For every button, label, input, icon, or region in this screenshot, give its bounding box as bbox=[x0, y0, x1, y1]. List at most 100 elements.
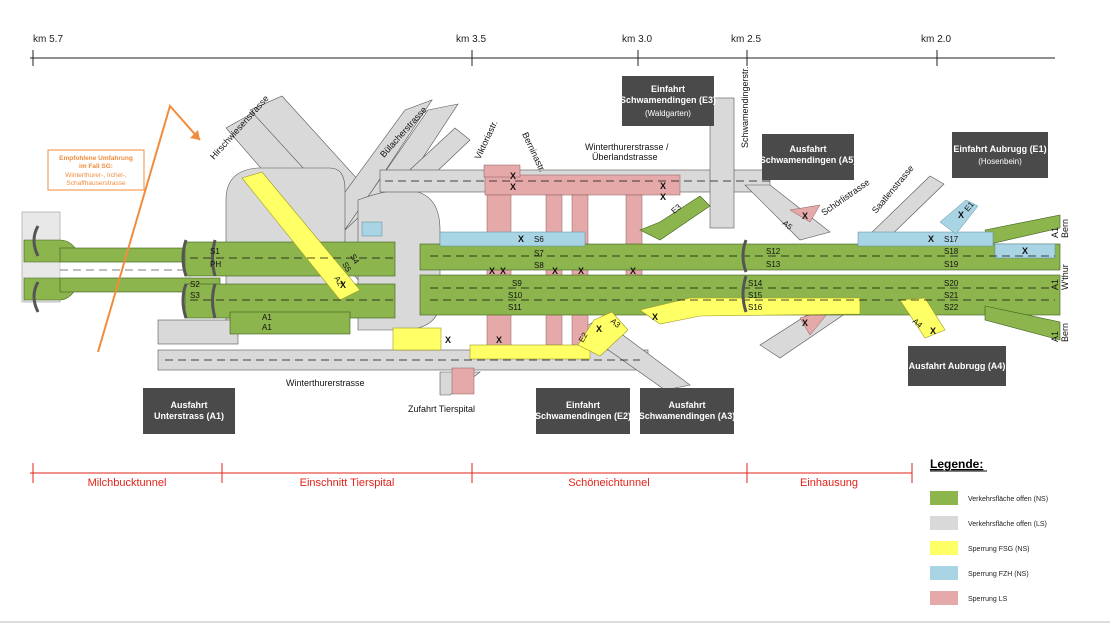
lane-label: E2 bbox=[577, 331, 590, 344]
svg-text:X: X bbox=[660, 192, 666, 202]
km-label: km 3.0 bbox=[622, 34, 652, 45]
svg-text:X: X bbox=[928, 234, 934, 244]
svg-text:X: X bbox=[802, 318, 808, 328]
street-label: Winterthurerstrasse bbox=[286, 378, 365, 388]
legend-swatch bbox=[930, 491, 958, 505]
legend-label: Verkehrsfläche offen (NS) bbox=[968, 496, 1048, 503]
lane-label: S16 bbox=[748, 303, 763, 312]
lane-label: S21 bbox=[944, 291, 959, 300]
lane-labels: S1 PH S2 S3 A1 A1 A2 S4 S5 S6 S7 S8 S9 S… bbox=[190, 200, 976, 344]
km-label: km 2.5 bbox=[731, 34, 761, 45]
note-body: Winterthurer-, Irchel-,Schaffhauserstras… bbox=[65, 172, 127, 187]
tunnel-portals bbox=[32, 225, 748, 319]
direction-bern-top: A1Bern bbox=[1050, 219, 1070, 238]
direction-bern-bottom: A1Bern bbox=[1050, 323, 1070, 342]
street-label: Berninastr. bbox=[520, 131, 547, 174]
closure-fzh bbox=[361, 199, 1056, 259]
box-sub: (Waldgarten) bbox=[645, 109, 691, 118]
legend-label: Sperrung LS bbox=[968, 596, 1008, 603]
svg-text:X: X bbox=[489, 266, 495, 276]
section-scale: Milchbucktunnel Einschnitt Tierspital Sc… bbox=[30, 463, 913, 489]
legend-swatch bbox=[930, 516, 958, 530]
km-label: km 3.5 bbox=[456, 34, 486, 45]
km-label: km 5.7 bbox=[33, 34, 63, 45]
direction-labels: A1Bern A1W'thur A1Bern bbox=[1050, 219, 1070, 342]
legend: Legende: Verkehrsfläche offen (NS) Verkeh… bbox=[930, 457, 1048, 605]
lane-label: S11 bbox=[508, 303, 522, 312]
box-a4: Ausfahrt Aubrugg (A4) bbox=[908, 346, 1006, 386]
box-sub: (Hosenbein) bbox=[978, 157, 1022, 166]
section-label: Einschnitt Tierspital bbox=[300, 477, 395, 489]
km-scale: km 5.7 km 3.5 km 3.0 km 2.5 km 2.0 bbox=[30, 34, 1055, 66]
section-label: Schöneichtunnel bbox=[568, 477, 649, 489]
legend-swatch bbox=[930, 591, 958, 605]
section-label: Einhausung bbox=[800, 477, 858, 489]
svg-text:X: X bbox=[630, 266, 636, 276]
lane-label: A2 bbox=[332, 275, 345, 288]
lane-label: S17 bbox=[944, 235, 959, 244]
svg-text:X: X bbox=[500, 266, 506, 276]
svg-text:X: X bbox=[596, 324, 602, 334]
box-title: Ausfahrt Aubrugg (A4) bbox=[909, 361, 1006, 371]
svg-text:X: X bbox=[518, 234, 524, 244]
box-e1: Einfahrt Aubrugg (E1) (Hosenbein) bbox=[952, 132, 1048, 178]
lane-label: S19 bbox=[944, 260, 959, 269]
lane-label: S18 bbox=[944, 247, 959, 256]
lane-label: A1 bbox=[262, 323, 272, 332]
street-label: Viktoriastr. bbox=[473, 119, 500, 161]
lane-label: S3 bbox=[190, 291, 200, 300]
section-label: Milchbucktunnel bbox=[88, 477, 167, 489]
lane-label: S13 bbox=[766, 260, 781, 269]
closure-fsg bbox=[241, 171, 946, 360]
svg-text:X: X bbox=[510, 182, 516, 192]
svg-text:X: X bbox=[445, 335, 451, 345]
box-title: Einfahrt Aubrugg (E1) bbox=[953, 144, 1046, 154]
direction-wthur: A1W'thur bbox=[1050, 264, 1070, 290]
svg-text:X: X bbox=[660, 181, 666, 191]
svg-text:X: X bbox=[958, 210, 964, 220]
legend-label: Sperrung FZH (NS) bbox=[968, 571, 1029, 578]
lane-label: S8 bbox=[534, 261, 544, 270]
street-label: Schwamendingerstr. bbox=[740, 66, 750, 148]
km-label: km 2.0 bbox=[921, 34, 951, 45]
svg-text:X: X bbox=[652, 312, 658, 322]
svg-text:X: X bbox=[510, 171, 516, 181]
lane-label: S1 bbox=[210, 247, 220, 256]
lane-label: S4 bbox=[348, 253, 361, 266]
lane-label: S7 bbox=[534, 249, 544, 258]
legend-label: Verkehrsfläche offen (LS) bbox=[968, 521, 1047, 528]
svg-text:X: X bbox=[552, 266, 558, 276]
legend-title: Legende: bbox=[930, 457, 983, 471]
lane-label: A1 bbox=[262, 313, 272, 322]
lane-label: S12 bbox=[766, 247, 781, 256]
svg-text:X: X bbox=[802, 211, 808, 221]
street-label: Schörlistrasse bbox=[819, 177, 871, 218]
lane-label: S2 bbox=[190, 280, 200, 289]
svg-text:X: X bbox=[496, 335, 502, 345]
street-label: Zufahrt Tierspital bbox=[408, 404, 475, 414]
street-label: Überlandstrasse bbox=[592, 152, 658, 162]
svg-text:X: X bbox=[340, 280, 346, 290]
lane-label: S5 bbox=[340, 261, 353, 274]
svg-text:X: X bbox=[1022, 246, 1028, 256]
legend-swatch bbox=[930, 541, 958, 555]
street-label: Winterthurerstrasse / bbox=[585, 142, 669, 152]
lane-label: S15 bbox=[748, 291, 763, 300]
svg-text:X: X bbox=[578, 266, 584, 276]
lane-label: PH bbox=[210, 260, 221, 269]
lane-label: S22 bbox=[944, 303, 959, 312]
